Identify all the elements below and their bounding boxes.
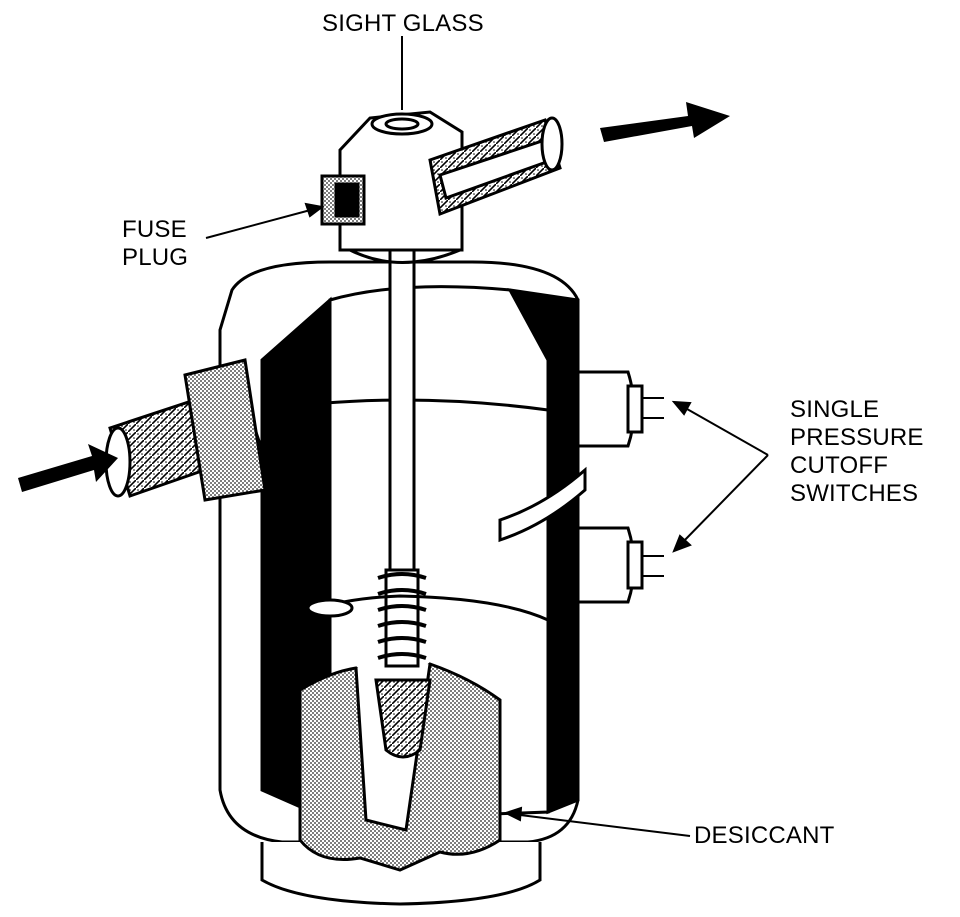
desiccant-leader [503, 806, 691, 837]
fuse-plug-label-line-2: PLUG [122, 244, 189, 271]
inlet-flow-arrow [18, 444, 118, 492]
switch-leader-upper [671, 400, 769, 456]
fuse-plug-leader [205, 202, 325, 239]
fuse-plug-label-line-1: FUSE [122, 216, 187, 243]
sight-glass-label: SIGHT GLASS [322, 10, 484, 37]
switches-label-line-4: SWITCHES [790, 480, 919, 507]
switches-label: SINGLE PRESSURE CUTOFF SWITCHES [790, 396, 924, 508]
pressure-switches [576, 370, 664, 604]
inlet-fitting [104, 358, 267, 502]
switches-label-line-3: CUTOFF [790, 452, 889, 479]
top-head-fitting [320, 110, 464, 264]
outlet-flow-arrow [600, 102, 730, 142]
desiccant-label: DESICCANT [694, 822, 835, 849]
outlet-fitting [428, 116, 564, 217]
fuse-plug-label: FUSE PLUG [122, 216, 188, 272]
switch-leader-lower [672, 454, 769, 553]
switches-label-line-2: PRESSURE [790, 424, 924, 451]
switches-label-line-1: SINGLE [790, 396, 880, 423]
